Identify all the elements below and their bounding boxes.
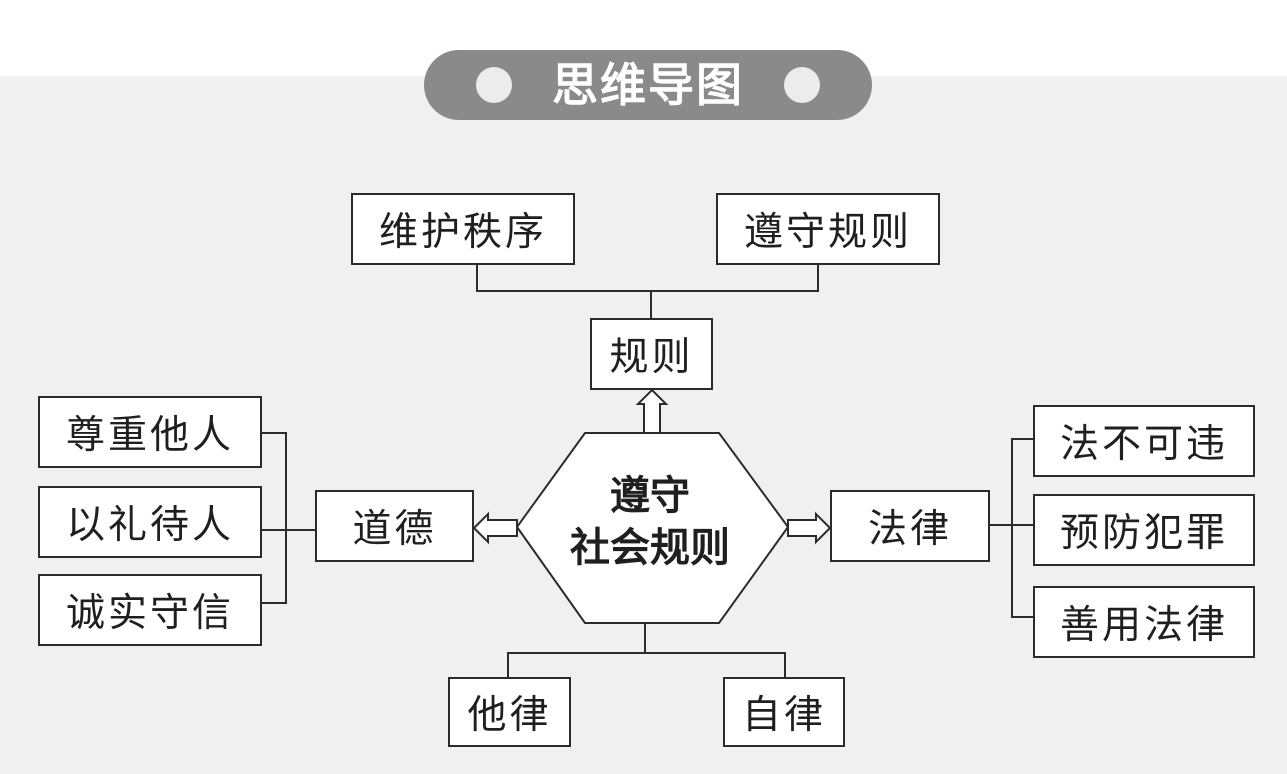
arrow-right [787,511,832,545]
node-right-child-3: 善用法律 [1033,586,1255,658]
diagram-title: 思维导图 [552,58,744,112]
connector-top-left [476,264,652,318]
connector-left-bracket [262,432,287,604]
node-right-child-1: 法不可违 [1033,405,1255,477]
node-left-child-3: 诚实守信 [38,574,262,646]
connector-right-bracket [1011,438,1033,618]
node-top-child-2: 遵守规则 [716,193,940,265]
arrow-left [472,511,518,545]
node-left-morality: 道德 [315,490,474,562]
connector-top-right [651,265,819,292]
title-banner: 思维导图 [424,50,872,120]
node-left-child-1: 尊重他人 [38,396,262,468]
node-right-child-2: 预防犯罪 [1033,494,1255,566]
node-bottom-child-1: 他律 [448,677,571,747]
center-line-2: 社会规则 [570,525,730,571]
node-left-child-2: 以礼待人 [38,486,262,558]
node-top-child-1: 维护秩序 [351,193,575,265]
title-dot-right [784,67,820,103]
center-line-1: 遵守 [610,473,690,519]
node-top-rules: 规则 [590,318,713,390]
node-bottom-child-2: 自律 [723,677,845,747]
arrow-up [635,388,669,434]
node-right-law: 法律 [830,490,990,562]
title-dot-left [476,67,512,103]
center-node-label: 遵守 社会规则 [540,470,760,574]
connector-bottom [507,652,786,677]
